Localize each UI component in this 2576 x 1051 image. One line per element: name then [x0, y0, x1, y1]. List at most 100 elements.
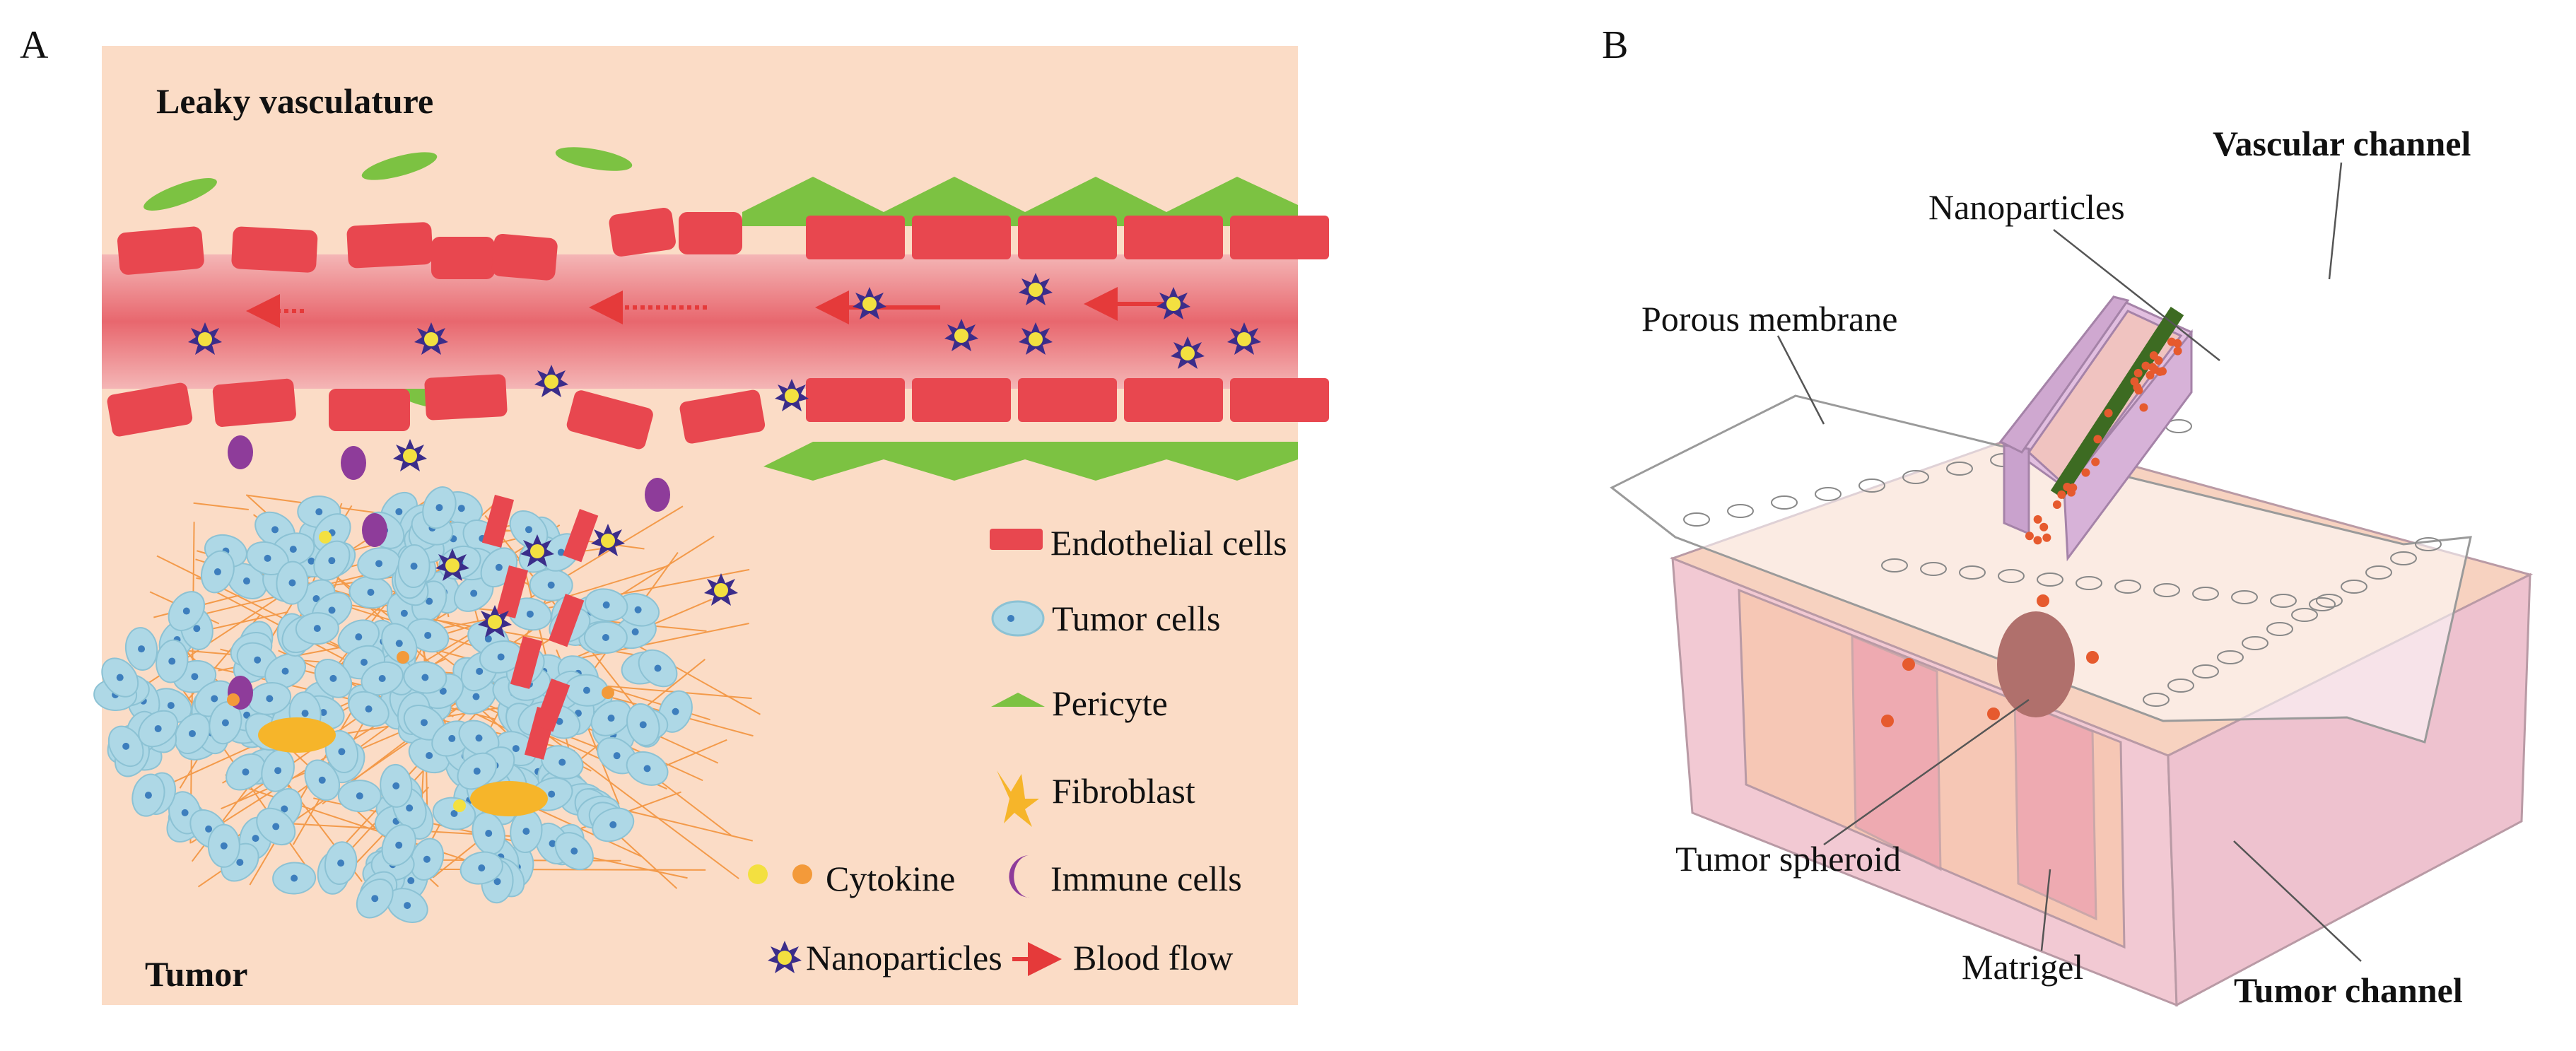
tumor-cell-nucleus	[243, 711, 251, 719]
panel-a: A Leaky vasculature Tumor	[20, 23, 1329, 1005]
tumor-cell-nucleus	[318, 776, 326, 784]
pore	[1902, 470, 1929, 484]
tumor-cell-nucleus	[450, 809, 458, 817]
tumor-cell-nucleus	[548, 790, 556, 798]
pore	[1815, 487, 1842, 501]
fiber	[218, 568, 750, 671]
tumor-cell-nucleus	[138, 645, 146, 653]
nanoparticle	[2173, 339, 2182, 348]
tumor-cell-nucleus	[525, 526, 532, 534]
tumor-cell-nucleus	[547, 581, 555, 589]
tumor-cell-nucleus	[472, 693, 480, 700]
endothelial-cell	[1230, 216, 1329, 259]
nanoparticle	[2133, 382, 2142, 392]
tumor-cell-nucleus	[549, 840, 556, 847]
tumor-cell-nucleus	[557, 548, 565, 556]
tumor-cell-nucleus	[288, 579, 296, 587]
pore	[2153, 583, 2180, 597]
tumor-cell-nucleus	[188, 729, 196, 737]
endothelial-cell	[107, 382, 193, 437]
cytokine	[453, 799, 466, 812]
tumor-cell-nucleus	[181, 809, 189, 816]
pore	[2192, 664, 2219, 679]
tumor-cell-nucleus	[315, 508, 323, 516]
tumor-cell-nucleus	[602, 633, 609, 641]
endothelial-cell	[609, 208, 676, 257]
tumor-cell-nucleus	[365, 705, 373, 713]
tumor-spheroid-label: Tumor spheroid	[1675, 839, 1901, 879]
panel-b: B	[1602, 23, 2534, 1010]
tumor-label: Tumor	[145, 954, 247, 994]
fiber	[193, 502, 249, 510]
tumor-cell-nucleus	[609, 821, 617, 828]
tumor-cell-nucleus	[613, 752, 621, 760]
legend-immune-label: Immune cells	[1050, 859, 1242, 898]
tumor-cell-nucleus	[607, 715, 615, 722]
legend-blood-flow: Blood flow	[1012, 938, 1233, 977]
tumor-cell-nucleus	[426, 752, 433, 760]
fibroblast	[258, 717, 336, 753]
nanoparticle	[2093, 435, 2102, 444]
endothelial-cell	[806, 216, 905, 259]
nanoparticle	[2057, 490, 2066, 499]
tumor-cell-nucleus	[556, 717, 563, 725]
pore	[2341, 580, 2367, 594]
nanoparticles-in-channel	[1881, 337, 2182, 727]
pore	[2266, 622, 2293, 636]
endothelial-cell	[549, 594, 585, 647]
tumor-cell-nucleus	[328, 557, 336, 565]
endothelial-cell	[481, 495, 515, 548]
pore	[2390, 551, 2417, 565]
tumor-cell-nucleus	[476, 667, 484, 675]
tumor-cell-nucleus	[182, 607, 190, 615]
tumor-cell-nucleus	[272, 823, 280, 830]
pore	[2076, 576, 2102, 590]
tumor-cell-nucleus	[320, 708, 327, 716]
endothelial-cell	[424, 374, 508, 421]
tumor-cell-nucleus	[395, 640, 403, 647]
tumor-cell-nucleus	[406, 804, 414, 812]
pericyte-icon	[991, 693, 1045, 707]
pore	[2231, 590, 2258, 604]
tumor-cell-nucleus	[154, 724, 162, 732]
pore	[1998, 569, 2025, 583]
matrigel-label: Matrigel	[1962, 947, 2083, 987]
pericytes-top	[144, 147, 1298, 409]
pore	[2365, 565, 2392, 580]
fibroblast	[470, 781, 548, 816]
tumor-cell-nucleus	[602, 601, 610, 609]
tumor-cell-nucleus	[497, 653, 505, 661]
tumor-cell-nucleus	[457, 505, 465, 512]
tumor-cell-nucleus	[144, 792, 152, 799]
tumor-cell-nucleus	[274, 767, 282, 775]
endothelial-cell	[1124, 216, 1223, 259]
tumor-cell-nucleus	[407, 877, 415, 885]
tumor-cell-nucleus	[475, 734, 483, 742]
vascular-channel-label: Vascular channel	[2213, 124, 2471, 163]
tumor-cell-nucleus	[242, 768, 250, 776]
legend-nanoparticles-label: Nanoparticles	[806, 938, 1002, 977]
nanoparticle	[2025, 532, 2034, 541]
endothelial-cell	[1230, 378, 1329, 422]
endothelial-cell	[806, 378, 905, 422]
nanoparticle	[2154, 356, 2163, 365]
cytokine	[319, 531, 332, 544]
tumor-cell-nucleus	[493, 878, 501, 886]
endothelial-cell	[346, 222, 433, 269]
tumor-cell-nucleus	[291, 874, 298, 882]
nanoparticle	[2081, 468, 2090, 477]
legend-fibroblast-label: Fibroblast	[1052, 771, 1195, 811]
pore	[2291, 608, 2318, 622]
tumor-cell-nucleus	[473, 768, 481, 775]
cytokine	[602, 686, 614, 699]
tumor-cell-nucleus	[360, 659, 368, 667]
tumor-cell-nucleus	[634, 606, 642, 613]
endothelial-cell	[534, 679, 570, 732]
endothelial-cell	[212, 378, 296, 427]
nanoparticle	[1881, 715, 1894, 727]
endothelial-cell	[1124, 378, 1223, 422]
nanoparticle	[2042, 533, 2051, 542]
tumor-spheroid	[1997, 611, 2075, 717]
tumor-cell-nucleus	[420, 719, 428, 727]
